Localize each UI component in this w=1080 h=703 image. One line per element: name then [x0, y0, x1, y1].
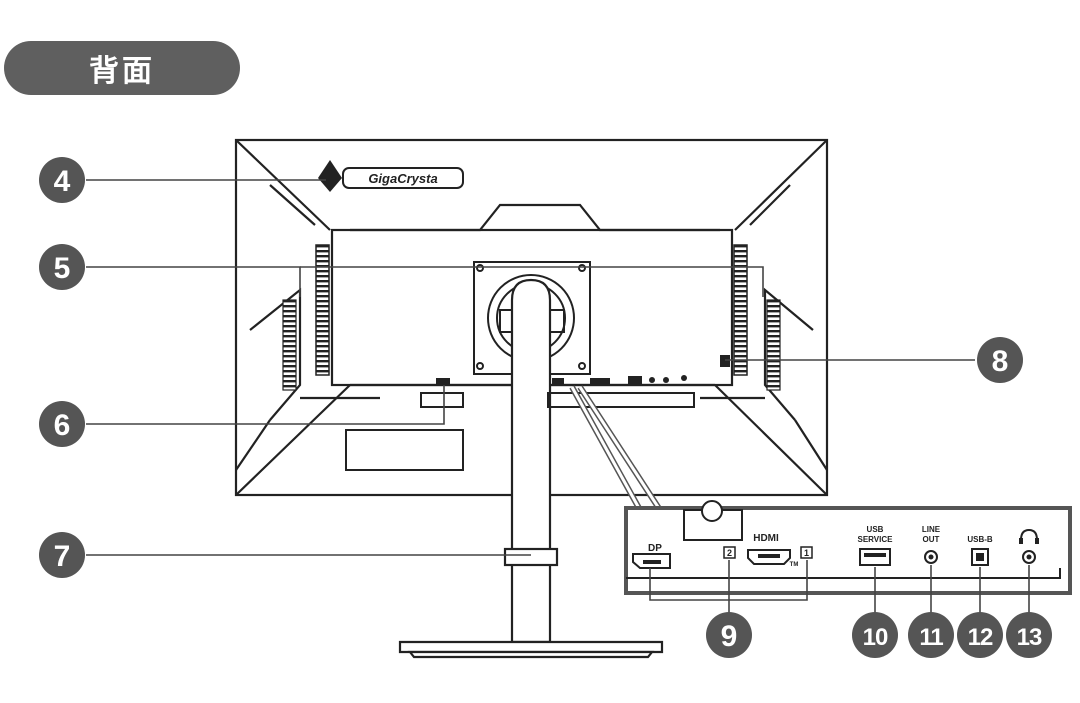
- callout-8: 8: [977, 337, 1023, 383]
- hdmi-1-label: 1: [804, 548, 809, 558]
- section-title: 背面: [89, 54, 155, 89]
- line-out-label-1: LINE: [922, 525, 941, 534]
- callout-13: 13: [1006, 612, 1052, 658]
- hdmi-label: HDMI: [753, 533, 779, 544]
- svg-text:12: 12: [968, 624, 993, 651]
- svg-text:10: 10: [863, 624, 888, 651]
- hdmi-2-label: 2: [727, 548, 732, 558]
- rear-port-icons: [436, 355, 730, 386]
- logo-text: GigaCrysta: [368, 171, 437, 186]
- svg-text:9: 9: [721, 620, 738, 653]
- svg-text:5: 5: [54, 252, 71, 285]
- callouts: 4 5 6 7 8 9 10 11 12 13: [39, 157, 1052, 658]
- callout-6: 6: [39, 401, 85, 447]
- svg-text:7: 7: [54, 540, 71, 573]
- usb-b-port: USB-B: [967, 535, 993, 566]
- usb-service-label-2: SERVICE: [858, 535, 894, 544]
- tm-mark: TM: [790, 562, 799, 568]
- svg-text:11: 11: [919, 624, 943, 651]
- rear-labels: [345, 392, 695, 471]
- callout-12: 12: [957, 612, 1003, 658]
- line-out-label-2: OUT: [923, 535, 940, 544]
- monitor-stand: [398, 278, 664, 659]
- port-panel-zoom: [624, 500, 1072, 595]
- svg-text:13: 13: [1017, 624, 1042, 651]
- callout-7: 7: [39, 532, 85, 578]
- line-out-port: LINE OUT: [922, 525, 941, 564]
- usb-service-port: USB SERVICE: [858, 525, 894, 566]
- usb-service-label-1: USB: [867, 525, 884, 534]
- headphone-port: [1019, 528, 1039, 564]
- callout-10: 10: [852, 612, 898, 658]
- usb-b-label: USB-B: [967, 535, 993, 544]
- dp-port: DP: [632, 543, 671, 569]
- vents: [282, 244, 781, 391]
- svg-text:6: 6: [54, 409, 71, 442]
- callout-9: 9: [706, 612, 752, 658]
- leader-lines: [86, 179, 1030, 615]
- svg-text:8: 8: [992, 345, 1009, 378]
- callout-4: 4: [39, 157, 85, 203]
- dp-label: DP: [648, 543, 662, 554]
- svg-text:4: 4: [54, 165, 71, 198]
- callout-5: 5: [39, 244, 85, 290]
- callout-11: 11: [908, 612, 954, 658]
- headphone-icon: [1020, 528, 1038, 541]
- hdmi-ports: HDMI 2 1 TM: [723, 533, 813, 568]
- section-title-badge: 背面: [4, 41, 240, 95]
- gigacrysta-logo: GigaCrysta: [318, 160, 464, 192]
